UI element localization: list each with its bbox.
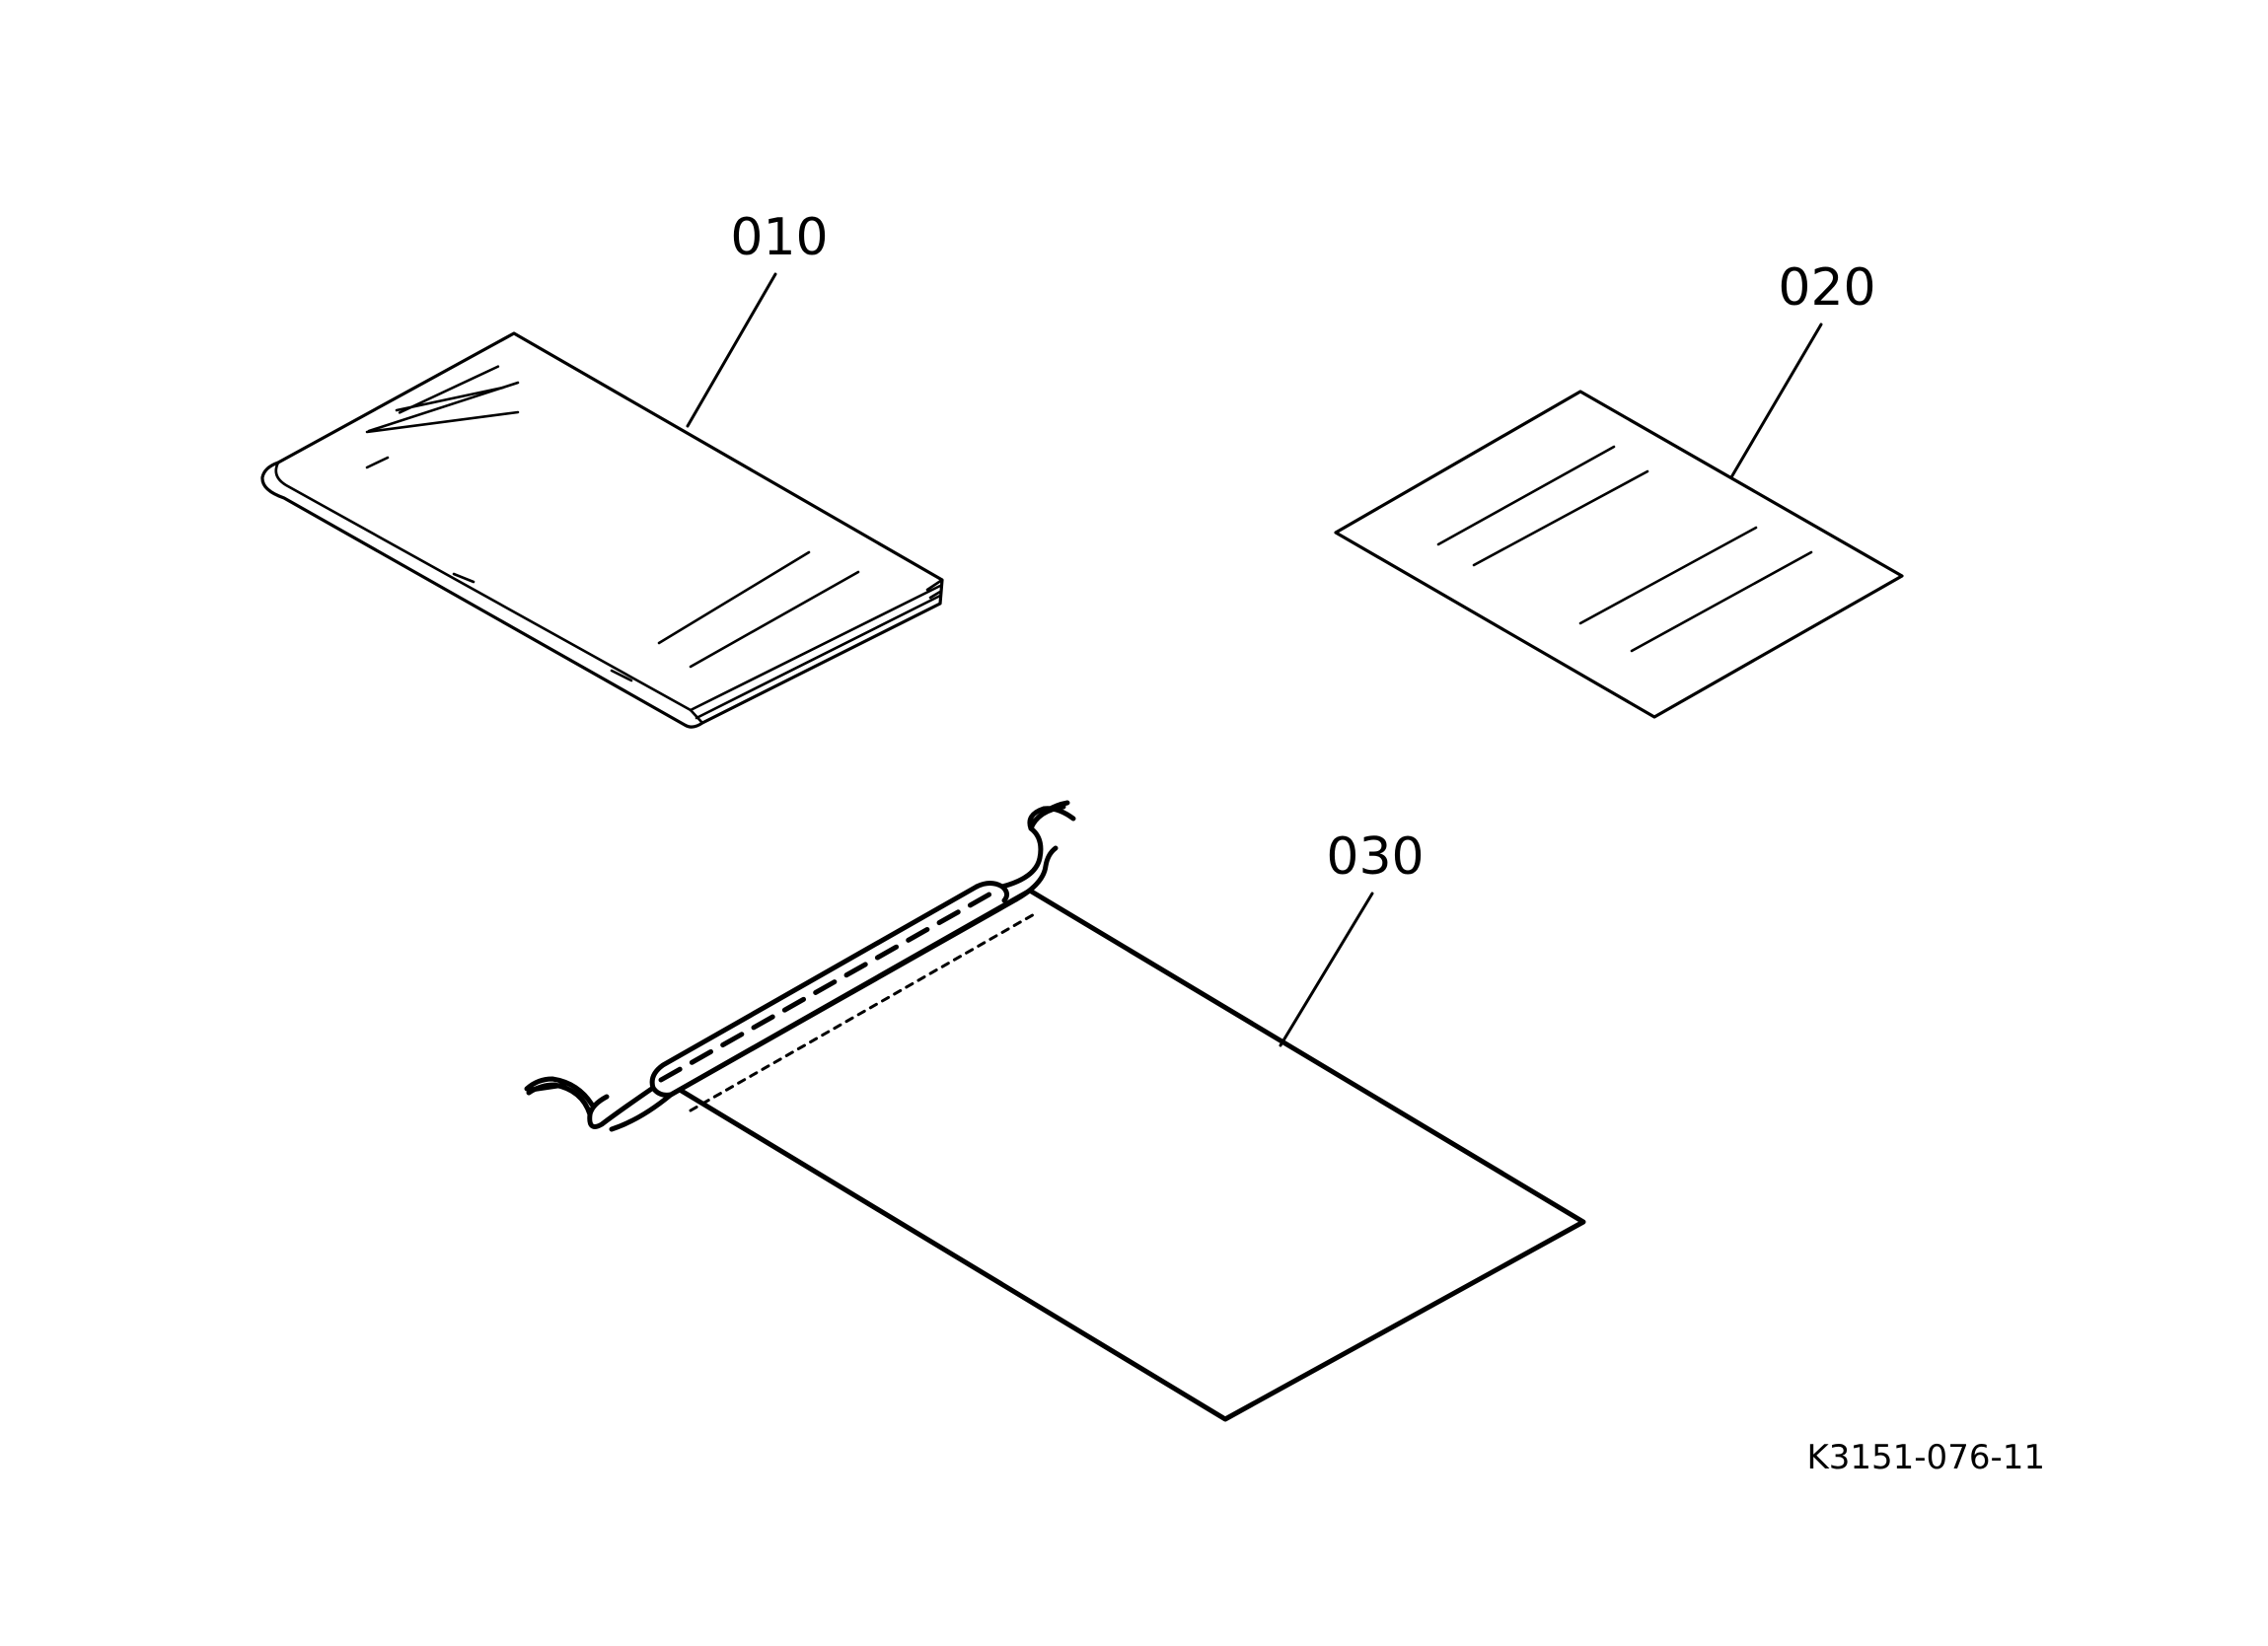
callout-label-020: 020 (1778, 258, 1875, 318)
bag-illustration (524, 800, 1586, 1422)
callout-label-010: 010 (730, 208, 828, 267)
callout-label-030: 030 (1326, 827, 1424, 887)
figure-reference: K3151-076-11 (1806, 1438, 2045, 1477)
book-illustration (260, 272, 944, 729)
leader-line-030 (1279, 892, 1374, 1047)
leader-line-020 (1729, 322, 1823, 479)
sheet-illustration (1334, 322, 1904, 719)
leader-line-010 (686, 272, 777, 428)
